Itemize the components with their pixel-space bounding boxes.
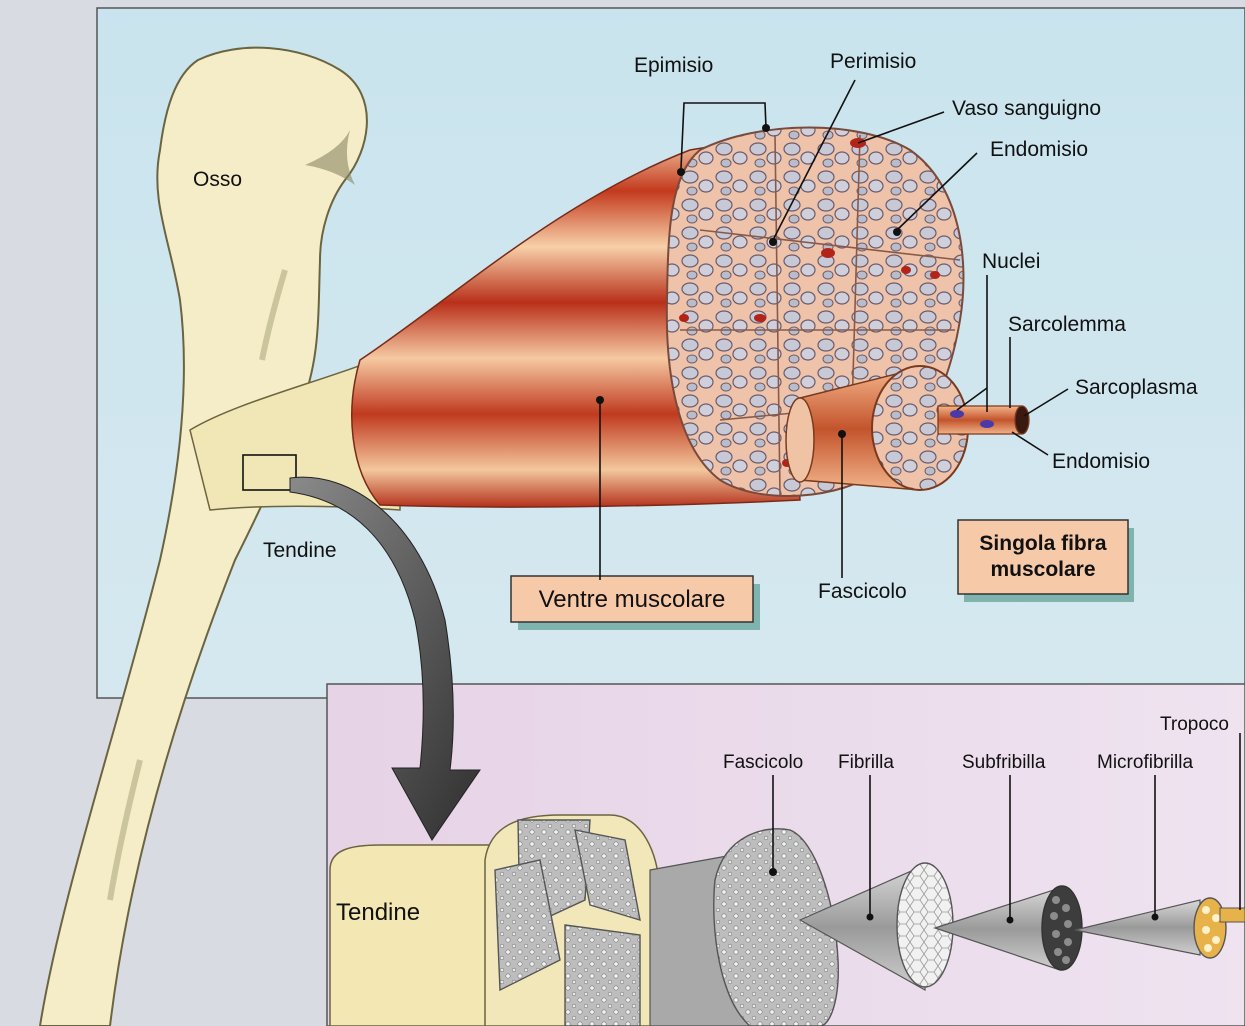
singola-fibra-label-line2: muscolare [990,558,1095,581]
subfribilla-label: Subfribilla [962,752,1046,773]
fascicolo-bottom-label: Fascicolo [723,752,803,773]
nuclei-label: Nuclei [982,250,1040,273]
microfibrilla-label: Microfibrilla [1097,752,1194,773]
fibrilla-label: Fibrilla [838,752,894,773]
sarcoplasma-label: Sarcoplasma [1075,376,1198,399]
endomisio-bottom-label: Endomisio [1052,450,1150,473]
singola-fibra-label-line1: Singola fibra [979,532,1107,555]
perimisio-label: Perimisio [830,50,916,73]
endomisio-top-label: Endomisio [990,138,1088,161]
singola-fibra-box: Singola fibra muscolare [958,520,1134,602]
fiber-nucleus-1 [950,410,964,418]
single-fiber [938,406,1022,434]
vaso-sanguigno-label: Vaso sanguigno [952,97,1101,120]
ventre-muscolare-label: Ventre muscolare [539,586,726,613]
single-fiber-end [1015,406,1029,434]
tendon-bundle-4 [565,925,640,1026]
epimisio-label: Epimisio [634,54,713,77]
osso-label: Osso [193,168,242,191]
fiber-nucleus-2 [980,420,994,428]
subfibril-face [1042,886,1082,970]
sarcolemma-label: Sarcolemma [1008,313,1126,336]
fascicolo-top-label: Fascicolo [818,580,907,603]
fascicle-end [786,398,814,482]
ventre-muscolare-box: Ventre muscolare [511,576,760,630]
tendine-bottom-label: Tendine [336,899,420,926]
tropoco-label: Tropoco [1160,714,1229,735]
tendine-top-label: Tendine [263,539,337,562]
tropocollagen-strand [1220,908,1245,922]
